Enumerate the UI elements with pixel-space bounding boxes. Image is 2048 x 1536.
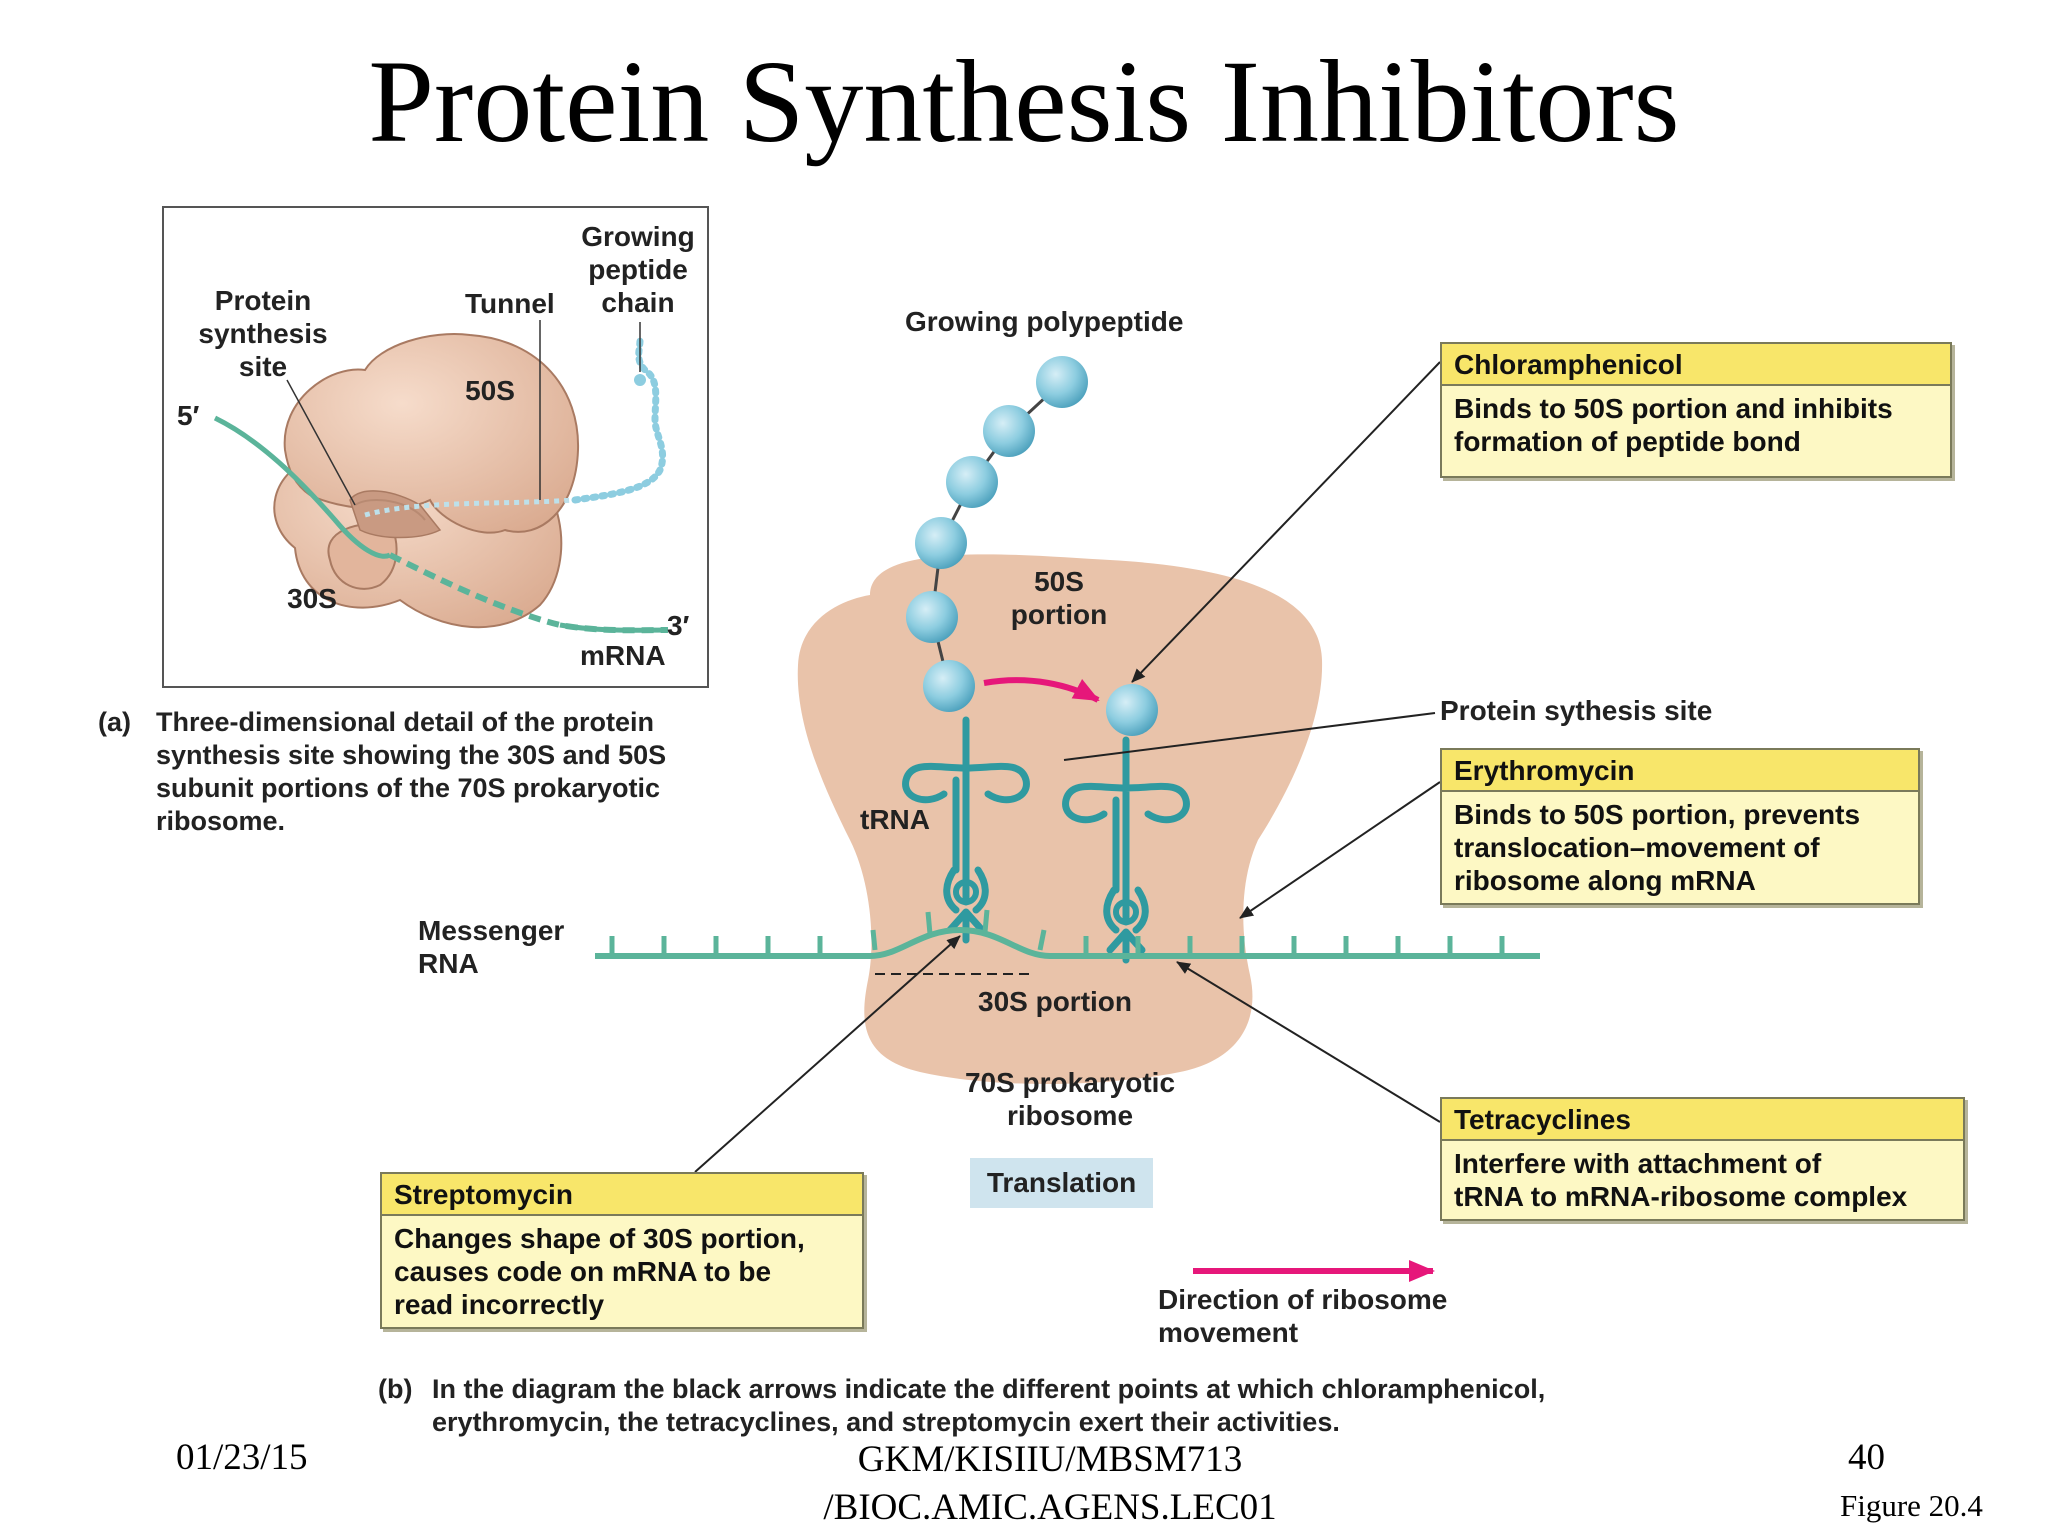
portion-30s-label: 30S portion — [978, 986, 1133, 1017]
inset-peptide-chain-label: Growing peptide chain — [581, 221, 695, 318]
inset-5prime-label: 5′ — [177, 400, 200, 431]
chloramphenicol-arrow — [1131, 361, 1441, 683]
drug-name: Tetracyclines — [1442, 1099, 1963, 1141]
polypeptide-bead — [983, 405, 1035, 457]
drug-name: Streptomycin — [382, 1174, 862, 1216]
polypeptide-bead — [915, 517, 967, 569]
growing-polypeptide-label: Growing polypeptide — [905, 306, 1184, 337]
inset-30s-label: 30S — [287, 583, 337, 614]
drug-description: Binds to 50S portion and inhibits format… — [1454, 393, 1893, 457]
footer-course: GKM/KISIIU/MBSM713 /BIOC.AMIC.AGENS.LEC0… — [823, 1439, 1277, 1528]
inset-site-label: Protein synthesis site — [198, 285, 328, 382]
drug-description: Changes shape of 30S portion, causes cod… — [394, 1223, 805, 1320]
inset-ribosome — [273, 333, 580, 629]
translation-badge-bg — [970, 1158, 1153, 1208]
ribosome-70s-label: 70S prokaryotic ribosome — [964, 1067, 1176, 1131]
erythromycin-arrow — [1239, 781, 1441, 919]
drug-box-streptomycin: Streptomycin Changes shape of 30S portio… — [380, 1172, 864, 1329]
streptomycin-arrow — [694, 935, 961, 1173]
drug-name: Erythromycin — [1442, 750, 1918, 792]
polypeptide-bead — [906, 591, 958, 643]
drug-name: Chloramphenicol — [1442, 344, 1950, 386]
main-caption-tag: (b) — [378, 1374, 413, 1404]
trna-label: tRNA — [860, 804, 930, 835]
inset-mrna-strand — [213, 415, 392, 559]
page-title: Protein Synthesis Inhibitors — [368, 36, 1680, 167]
inset-peptide-bead — [634, 374, 646, 386]
direction-label: Direction of ribosome movement — [1158, 1284, 1448, 1348]
polypeptide-bead — [923, 660, 975, 712]
polypeptide-beads — [906, 356, 1088, 712]
inset-mrna-end — [559, 622, 669, 633]
inset-tunnel-path — [364, 497, 576, 518]
drug-description: Interfere with attachment of tRNA to mRN… — [1454, 1148, 1908, 1212]
inset-50s-label: 50S — [465, 375, 515, 406]
polypeptide-bead — [946, 456, 998, 508]
protein-site-label: Protein sythesis site — [1440, 695, 1713, 726]
messenger-rna-strand — [595, 926, 1540, 959]
drug-box-chloramphenicol: Chloramphenicol Binds to 50S portion and… — [1440, 342, 1952, 478]
inset-tunnel-label: Tunnel — [465, 288, 555, 319]
footer-page-number: 40 — [1848, 1437, 1885, 1478]
tetracyclines-arrow — [1176, 961, 1441, 1123]
main-caption-text: In the diagram the black arrows indicate… — [432, 1374, 1546, 1437]
portion-50s-label: 50S portion — [1010, 566, 1108, 630]
protein-site-leader — [1063, 712, 1436, 761]
drug-box-tetracyclines: Tetracyclines Interfere with attachment … — [1440, 1097, 1965, 1221]
drug-box-erythromycin: Erythromycin Binds to 50S portion, preve… — [1440, 748, 1920, 905]
footer-date: 01/23/15 — [176, 1437, 308, 1478]
inset-caption-text: Three-dimensional detail of the protein … — [156, 707, 667, 836]
translation-label: Translation — [986, 1167, 1137, 1198]
mrna-codon-ticks — [609, 909, 1505, 956]
inset-caption: (a) Three-dimensional detail of the prot… — [98, 706, 758, 846]
polypeptide-bead — [1036, 356, 1088, 408]
drug-description: Binds to 50S portion, prevents transloca… — [1454, 799, 1861, 896]
inset-3prime-label: 3′ — [667, 610, 690, 641]
inset-leader-site — [286, 379, 356, 506]
peptide-transfer-arrow — [983, 677, 1100, 703]
main-caption: (b) In the diagram the black arrows indi… — [378, 1373, 1778, 1443]
footer-figure: Figure 20.4 — [1840, 1488, 1983, 1523]
inset-caption-tag: (a) — [98, 707, 131, 737]
incoming-amino-acid-bead — [1106, 684, 1158, 736]
inset-mrna-label: mRNA — [580, 640, 666, 671]
messenger-rna-label: Messenger RNA — [418, 915, 565, 979]
